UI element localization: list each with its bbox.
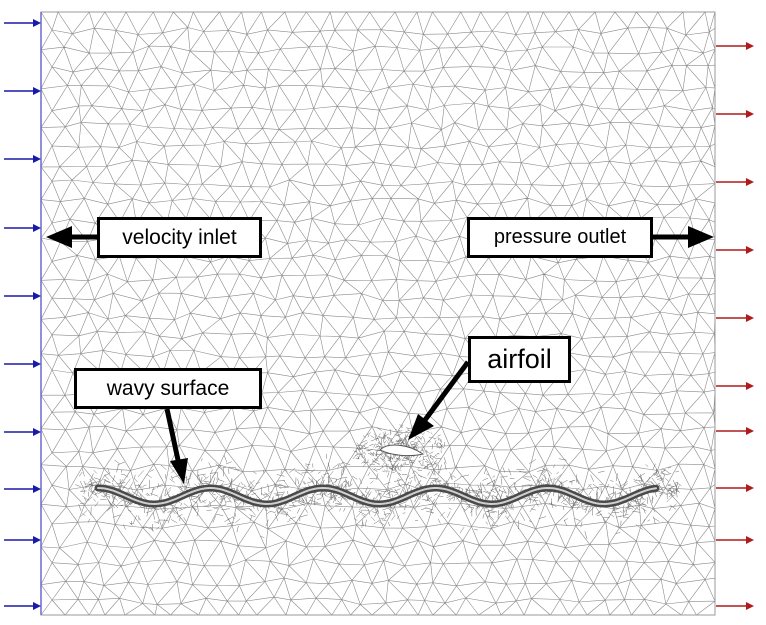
inlet-arrowhead [33,602,41,610]
inlet-arrowhead [33,292,41,300]
outlet-arrowhead [746,427,754,435]
inlet-arrowhead [33,19,41,27]
mesh-lines [40,11,716,616]
airfoil-shape [379,444,425,457]
inlet-arrowhead [33,428,41,436]
mesh-grid [40,11,716,616]
outlet-arrowhead [746,246,754,254]
airfoil-callout-arrowhead [408,414,434,440]
inlet-arrowhead [33,224,41,232]
wavy-callout-arrow [164,408,181,461]
outlet-arrowhead [746,42,754,50]
outlet-arrowhead [746,484,754,492]
outlet-arrowhead [746,382,754,390]
airfoil-label: airfoil [468,336,571,383]
pressure-outlet-label: pressure outlet [467,217,653,258]
inlet-arrowhead [33,485,41,493]
domain-boundary [40,11,716,616]
outlet-arrowhead [746,314,754,322]
outlet-arrows [716,42,754,610]
inlet-arrows [4,19,41,610]
airfoil-callout-arrow [422,360,471,422]
outlet-arrowhead [746,602,754,610]
wavy-surface-label: wavy surface [74,368,262,409]
inlet-arrowhead [33,155,41,163]
velocity-inlet-label: velocity inlet [97,217,262,258]
outlet-arrowhead [746,178,754,186]
callout-arrows [46,226,714,484]
inlet-arrowhead [33,87,41,95]
outlet-arrowhead [746,536,754,544]
wavy-surface-highlight [97,486,657,506]
wavy-callout-arrowhead [170,458,188,484]
outlet-arrowhead [746,110,754,118]
inlet-arrowhead [33,536,41,544]
inlet-callout-arrowhead [46,226,72,248]
inlet-arrowhead [33,360,41,368]
outlet-callout-arrowhead [688,226,714,248]
